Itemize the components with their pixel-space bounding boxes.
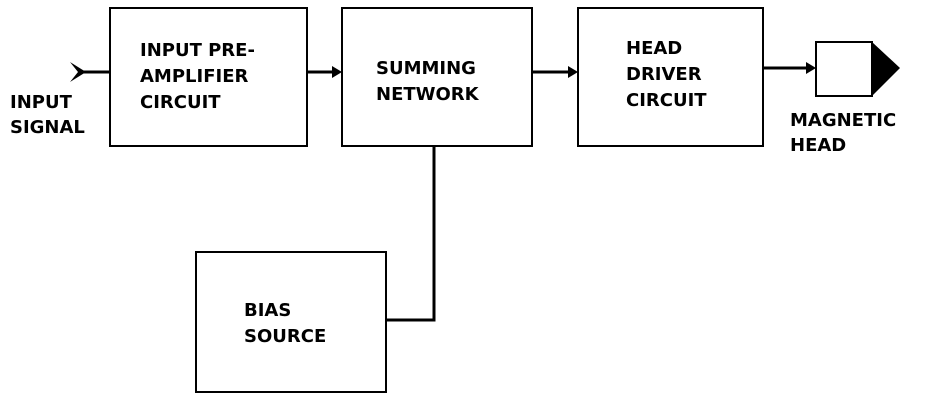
- svg-text:BIAS SOURCE: BIAS SOURCE: [244, 300, 326, 347]
- head-driver-block: HEAD DRIVER CIRCUIT: [577, 7, 764, 147]
- svg-text:INPUT PRE- AMPLIFIER: INPUT PRE- AMPLIFIER CIRCUIT: [140, 40, 261, 113]
- svg-text:SUMMING NETWORK: SUMMING NETWORK: [376, 58, 482, 105]
- preamp-block: INPUT PRE- AMPLIFIER CIRCUIT: [109, 7, 308, 147]
- preamp-to-summing-arrow-icon: [332, 66, 342, 78]
- bias-source-block: BIAS SOURCE: [195, 251, 387, 393]
- bias-to-summing-wire: [386, 146, 436, 322]
- input-signal-label: INPUT SIGNAL: [10, 92, 85, 138]
- summing-network-block: SUMMING NETWORK: [341, 7, 533, 147]
- summing-to-driver-arrow-icon: [568, 66, 578, 78]
- driver-to-head-arrow-icon: [806, 62, 816, 74]
- magnetic-head-label: MAGNETIC HEAD: [790, 110, 902, 156]
- svg-text:HEAD DRIVER CIRCUI: HEAD DRIVER CIRCUIT: [626, 38, 708, 111]
- magnetic-head-icon: [815, 41, 900, 97]
